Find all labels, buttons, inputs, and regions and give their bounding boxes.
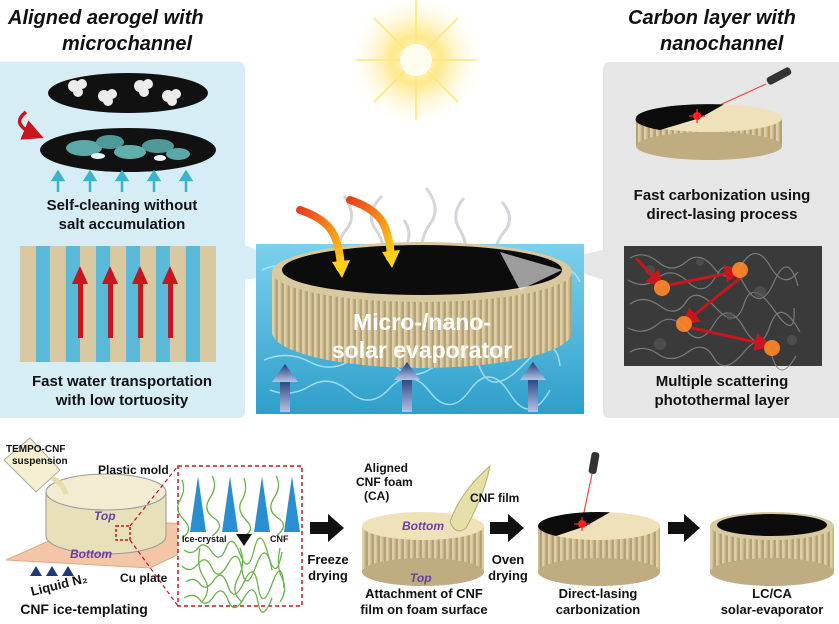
zoom-lines [129,465,179,607]
right-header-line2: nanochannel [660,33,784,55]
cnf-film [449,464,491,532]
ice-template-inset [177,465,303,613]
step2-caption-line2: film on foam surface [360,602,487,617]
evaporator-disc [272,242,572,368]
cnf-film-label: CNF film [470,491,519,505]
foam-label-line2: CNF foam [356,475,413,489]
zoom-box-small [115,525,131,541]
laser-pen-icon-small [588,451,600,475]
left-panel [0,62,300,418]
center-label-line1: Micro-/nano- [353,309,491,335]
step4-caption-line2: solar-evaporator [721,602,824,617]
left-caption-bottom-line2: with low tortuosity [55,392,189,409]
laser-pen-icon [766,67,792,85]
process-arrow-3 [668,514,700,542]
sun-core [400,44,432,76]
plastic-mold [45,473,167,555]
cycle-arrow-icon [17,110,44,140]
upward-water-arrows [50,169,194,192]
cnf-label: CNF [270,534,289,544]
right-caption-bottom-line2: photothermal layer [654,392,789,409]
step1-caption: CNF ice-templating [20,601,148,617]
process-arrow-2 [490,514,524,542]
salt-disc-top [48,73,208,113]
liquid-n2-arrows [30,566,74,576]
ice-crystal-label: Ice-crystal [182,534,227,544]
left-caption-top-line2: salt accumulation [59,216,186,233]
mold-bottom-label: Bottom [70,547,112,561]
suspension-label-line2: suspension [12,456,68,467]
oven-label-line1: Oven [492,552,525,567]
process-arrow-1 [310,514,344,542]
left-caption-bottom-line1: Fast water transportation [32,373,212,390]
freeze-label-line1: Freeze [307,552,348,567]
right-caption-top-line2: direct-lasing process [647,206,798,223]
step3-caption-line1: Direct-lasing [559,586,638,601]
right-caption-bottom-line1: Multiple scattering [656,373,789,390]
suspension-beaker-icon [3,437,69,495]
foam-top-label: Top [410,571,432,585]
microchannel-block [20,246,216,362]
step2-caption-line1: Attachment of CNF [365,586,483,601]
step3-caption-line2: carbonization [556,602,641,617]
left-header-line1: Aligned aerogel with [7,7,204,29]
left-caption-top-line1: Self-cleaning without [47,197,198,214]
foam-label-line3: (CA) [364,489,389,503]
navy-up-arrows [272,362,546,412]
foam-label-line1: Aligned [364,461,408,475]
suspension-label-line1: TEMPO-CNF [6,444,65,455]
oven-label-line2: drying [488,568,528,583]
lasing-disc [537,511,660,586]
sunlight-arrowheads [332,250,400,278]
center-label-line2: solar evaporator [332,337,512,363]
freeze-label-line2: drying [308,568,348,583]
step4-caption-line1: LC/CA [752,586,792,601]
carbonized-disc-small [635,104,782,160]
final-evaporator-disc [710,512,834,586]
left-header-line2: microchannel [62,33,192,55]
right-caption-top-line1: Fast carbonization using [634,187,811,204]
right-header-line1: Carbon layer with [628,7,796,29]
sem-nanochannel-image [624,246,822,371]
plastic-mold-label: Plastic mold [98,463,169,477]
salt-disc-bottom [40,128,216,172]
foam-bottom-label: Bottom [402,519,444,533]
mold-top-label: Top [94,509,116,523]
